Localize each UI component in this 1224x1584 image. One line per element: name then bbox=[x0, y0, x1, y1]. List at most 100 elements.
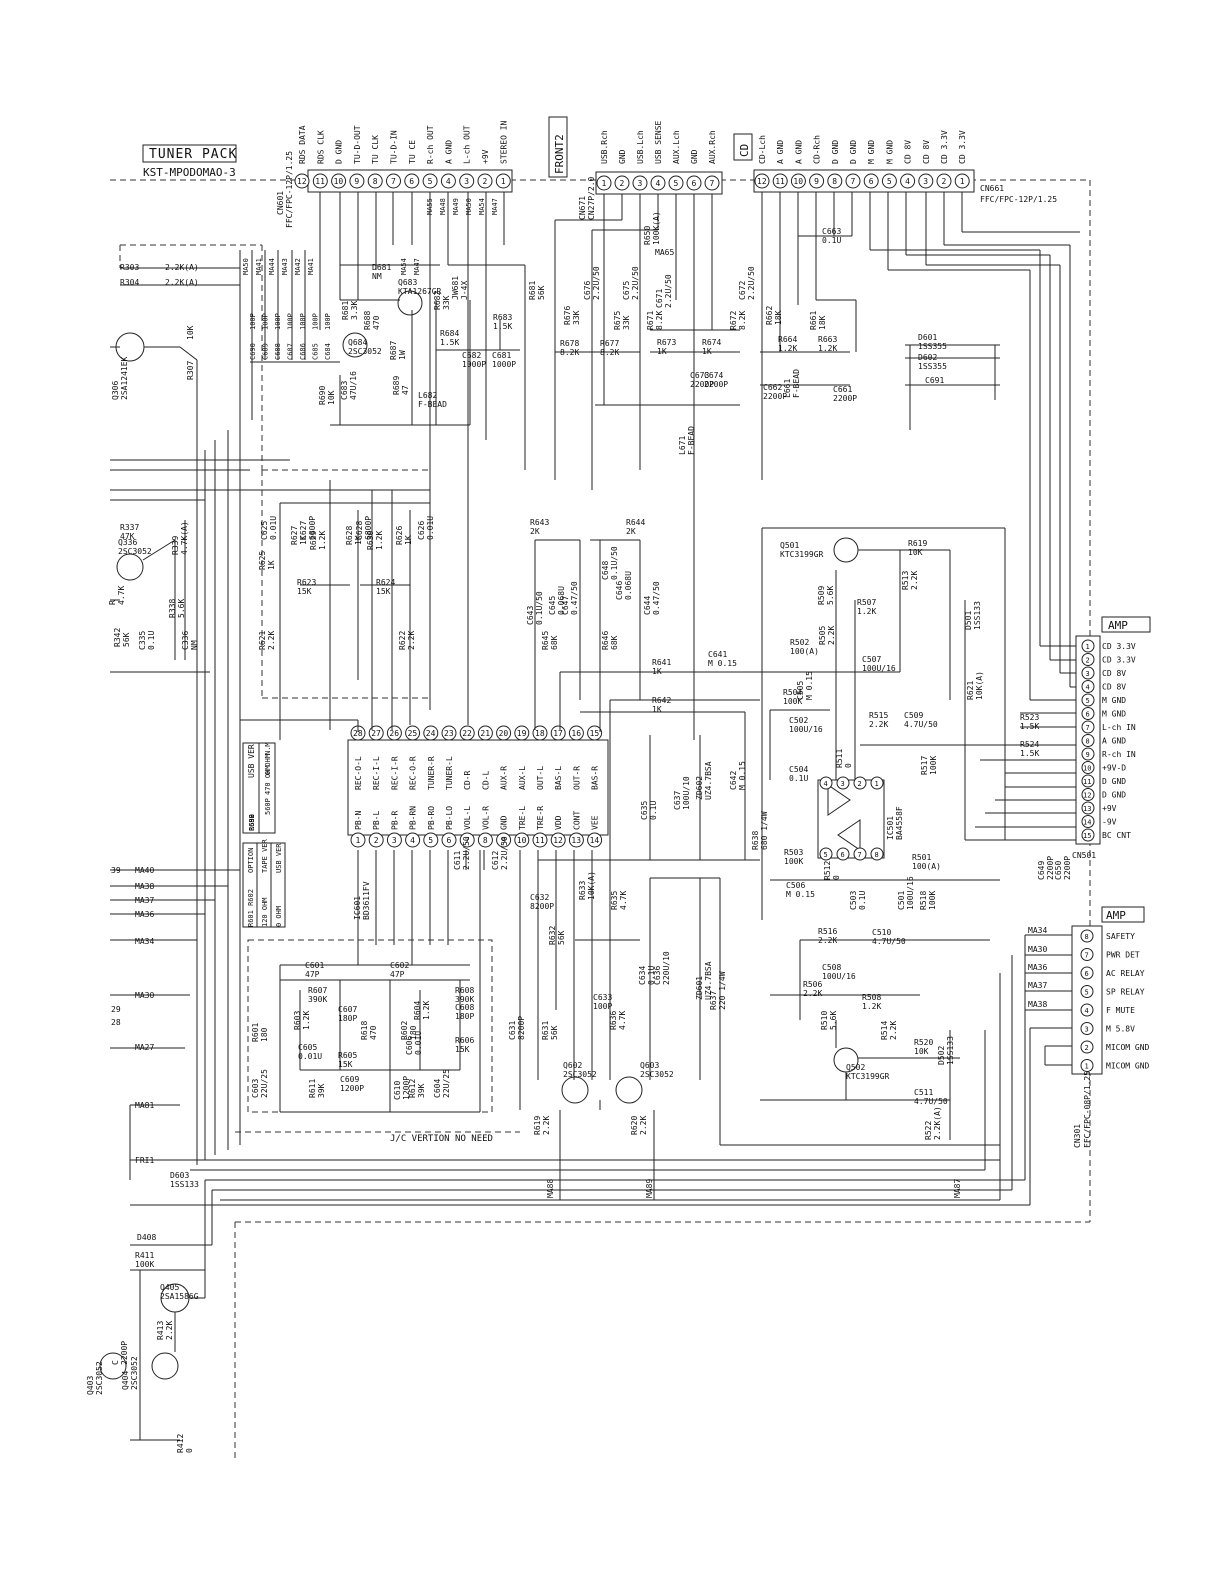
ic501-pin-2 bbox=[853, 776, 867, 790]
tuner_parts-ref: R690 bbox=[318, 386, 327, 405]
amp_parts-value: 1SS133 bbox=[946, 1036, 955, 1065]
jc-version-note: J/C VERTION NO NEED bbox=[390, 1134, 493, 1144]
ic601-pin-label: CD-L bbox=[481, 771, 490, 790]
cn501-pin-number: 4 bbox=[1086, 684, 1090, 692]
cn501-pin-label: L-ch IN bbox=[1102, 723, 1136, 732]
usb_aux_parts-ref: C676 bbox=[583, 281, 592, 300]
amp_parts-ref: MA87 bbox=[953, 1179, 962, 1198]
tuner_parts-value: 1W bbox=[398, 350, 407, 360]
ic601-pin-number: 20 bbox=[499, 729, 509, 738]
cn501-pin-number: 1 bbox=[1086, 643, 1090, 651]
tape_parts-value: 39K bbox=[417, 1083, 426, 1098]
usb_aux_parts-ref: R677 bbox=[600, 339, 619, 348]
amp_parts-ref: R505 bbox=[818, 626, 827, 645]
amp_parts-ref: R517 bbox=[920, 756, 929, 775]
amp_parts-ref: R515 bbox=[869, 711, 888, 720]
cn661-pin-1 bbox=[954, 173, 970, 189]
bass_parts-ref: C644 bbox=[643, 596, 652, 615]
left_parts-value: 4.7K bbox=[117, 586, 126, 605]
ic501-pin-1 bbox=[870, 776, 884, 790]
ic601-pin-7 bbox=[459, 832, 475, 848]
ic601-pin-number: 19 bbox=[517, 729, 527, 738]
ic601-pin-label: CD-R bbox=[463, 771, 472, 790]
amp_parts-ref: R524 bbox=[1020, 740, 1039, 749]
ic501-part: BA4558F bbox=[895, 806, 904, 840]
cd_parts-value: 18K bbox=[818, 315, 827, 330]
amp_parts-value: 100(A) bbox=[790, 647, 819, 656]
bass_parts-value: 0.1U/50 bbox=[610, 546, 619, 580]
tone_parts-ref: C628 bbox=[355, 521, 364, 540]
cn671-pin-5 bbox=[668, 175, 684, 191]
left-net-label: MA30 bbox=[135, 991, 154, 1000]
tuner_parts-value: 470 bbox=[372, 315, 381, 330]
tape_parts-value: 390K bbox=[455, 995, 474, 1004]
cn301-ref: CN301 bbox=[1073, 1124, 1082, 1148]
ic601-pin-number: 8 bbox=[483, 836, 488, 845]
cn671-pin-number: 6 bbox=[692, 179, 697, 188]
usb_aux_parts-ref: R676 bbox=[563, 306, 572, 325]
ic601-pin-19 bbox=[514, 725, 530, 741]
amp_parts-value: 100(A) bbox=[912, 862, 941, 871]
amp_parts-value: 100U/16 bbox=[822, 972, 856, 981]
cn661-pin-10 bbox=[790, 173, 806, 189]
bass_parts-value: 2K bbox=[530, 527, 540, 536]
usb-table-ref: R690 bbox=[248, 814, 256, 831]
tuner-cap-value: 100P bbox=[274, 313, 282, 330]
tone_parts-value: 6800P bbox=[308, 516, 317, 540]
tape_parts-value: 2.2U/50 bbox=[500, 836, 509, 870]
amp_parts-value: KTC3199GR bbox=[780, 550, 824, 559]
ic501-pin-8 bbox=[870, 847, 884, 861]
tape_parts-ref: C605 bbox=[298, 1043, 317, 1052]
cn501-pin-3 bbox=[1081, 666, 1095, 680]
cn501-pin-label: M GND bbox=[1102, 710, 1126, 719]
usb-table-value: 470 OHM bbox=[264, 765, 272, 795]
amp_parts-ref: C507 bbox=[862, 655, 881, 664]
cd-label: CD bbox=[738, 144, 751, 157]
bass_parts-value: 1K bbox=[652, 667, 662, 676]
cn501-pin-8 bbox=[1081, 734, 1095, 747]
tape_parts-value: 15K bbox=[455, 1045, 470, 1054]
ic601-pin-number: 4 bbox=[410, 836, 415, 845]
bass_parts-value: 2K bbox=[626, 527, 636, 536]
bass_parts-value: 68K bbox=[550, 635, 559, 650]
ic601-pin-11 bbox=[532, 832, 548, 848]
bottom_left_parts-ref: C bbox=[111, 1360, 120, 1365]
ic501-pin-number: 3 bbox=[841, 780, 845, 788]
tone_parts-ref: C626 bbox=[417, 521, 426, 540]
ic601-pin-number: 11 bbox=[535, 836, 545, 845]
tape_parts-value: 0.01U bbox=[298, 1052, 322, 1061]
cd_parts-value: 1.2K bbox=[778, 344, 797, 353]
tape_parts-value: 1.2K bbox=[422, 1001, 431, 1020]
left-net-label: MA38 bbox=[135, 882, 154, 891]
tape_parts-ref: C608 bbox=[455, 1003, 474, 1012]
front2-label: FRONT2 bbox=[553, 134, 566, 174]
cn501-pin-label: +9V bbox=[1102, 804, 1117, 813]
amp_parts-value: 0.1U bbox=[858, 891, 867, 910]
tuner-net-label: MA50 bbox=[465, 198, 473, 215]
cn601-pin-label: D GND bbox=[335, 140, 344, 164]
tape-table-header: OPTION bbox=[247, 848, 255, 873]
tone_parts-ref: C627 bbox=[299, 521, 308, 540]
ic601-pin-26 bbox=[386, 725, 402, 741]
supply_parts-ref: MA88 bbox=[546, 1179, 555, 1198]
amp_parts-ref: R511 bbox=[835, 749, 844, 768]
cn501-pin-label: CD 8V bbox=[1102, 669, 1126, 678]
amp_parts-value: 2.2K(A) bbox=[933, 1106, 942, 1140]
tape_parts-ref: C610 bbox=[393, 1081, 402, 1100]
cn671-spec: CN27P/2.0 bbox=[587, 176, 596, 220]
amp_parts-value: 4.7U/50 bbox=[872, 937, 906, 946]
tone_parts-ref: R627 bbox=[290, 526, 299, 545]
tape_parts-value: 47P bbox=[305, 970, 320, 979]
cn671-pin-label: AUX.Lch bbox=[672, 130, 681, 164]
supply_parts-value: 4.7K bbox=[618, 1011, 627, 1030]
ic501-pin-3 bbox=[836, 776, 850, 790]
tuner-cap-ref: C687 bbox=[287, 343, 295, 360]
cn601-pin-label: R-ch OUT bbox=[426, 125, 435, 164]
left_parts-value: 56K bbox=[122, 632, 131, 647]
usb-table-value: 560P bbox=[264, 798, 272, 815]
tuner-net-label: MA47 bbox=[491, 198, 499, 215]
tuner-net-label: MA41 bbox=[307, 258, 315, 275]
amp_parts-ref: C506 bbox=[786, 881, 805, 890]
amp_parts-value: 4.7U/50 bbox=[904, 720, 938, 729]
